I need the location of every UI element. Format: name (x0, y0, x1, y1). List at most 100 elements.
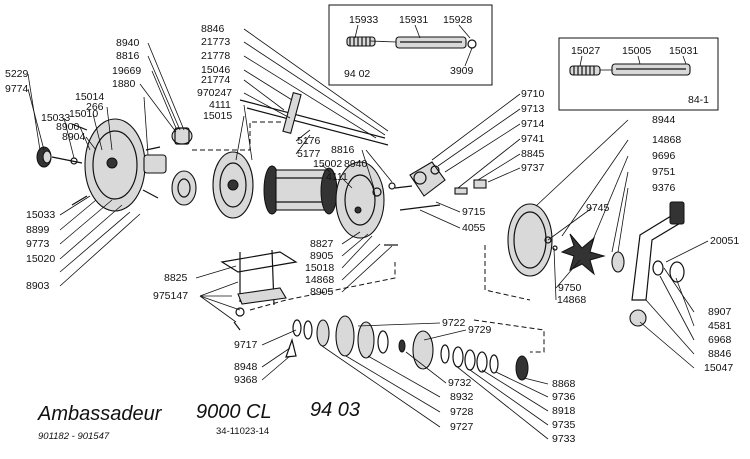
callout-9727: 9727 (450, 421, 474, 433)
title-block: Ambassadeur 9000 CL 94 03 901182 - 90154… (37, 399, 360, 442)
callout-9736: 9736 (552, 391, 576, 403)
handle-side-mechanism (394, 161, 487, 211)
callout-8816-left: 8816 (116, 50, 140, 62)
callout-9696: 9696 (652, 150, 676, 162)
callout-4055: 4055 (462, 222, 486, 234)
callout-9774: 9774 (5, 83, 29, 95)
callout-8900: 8900 (56, 121, 80, 133)
model-name: Ambassadeur (37, 403, 163, 425)
callout-8904: 8904 (62, 131, 86, 143)
callout-21778: 21778 (201, 50, 230, 62)
callout-21774: 21774 (201, 74, 230, 86)
catalog-number: 34-11023-14 (216, 426, 269, 437)
callout-8940-mid: 8940 (344, 158, 368, 170)
callout-9728: 9728 (450, 406, 474, 418)
label-94-02: 94 02 (344, 68, 370, 80)
callout-9751: 9751 (652, 166, 676, 178)
callout-9733: 9733 (552, 433, 576, 445)
callout-8846-right: 8846 (708, 348, 732, 360)
callout-19669: 19669 (112, 65, 141, 77)
callout-5176: 5176 (297, 135, 321, 147)
callout-4111-top: 4111 (209, 99, 231, 111)
callout-9717: 9717 (234, 339, 258, 351)
callout-14868-mid: 14868 (305, 274, 334, 286)
callout-9745: 9745 (586, 202, 610, 214)
callout-9737: 9737 (521, 162, 545, 174)
callout-1880: 1880 (112, 78, 136, 90)
callout-15002: 15002 (313, 158, 342, 170)
callout-9732: 9732 (448, 377, 472, 389)
model-variant: 9000 CL (196, 401, 272, 423)
callout-9735: 9735 (552, 419, 576, 431)
label-15027: 15027 (571, 45, 600, 57)
callout-15047: 15047 (704, 362, 733, 374)
callout-8825: 8825 (164, 272, 188, 284)
right-sideplate-handle (507, 201, 685, 327)
callout-9713: 9713 (521, 103, 545, 115)
callout-8905-b: 8905 (310, 286, 334, 298)
callout-4111-mid: 4111 (326, 171, 348, 183)
callout-266: 266 (86, 101, 104, 113)
callout-8903: 8903 (26, 280, 50, 292)
serial-range: 901182 - 901547 (38, 431, 110, 442)
callout-5177: 5177 (297, 148, 321, 160)
callout-14868-right: 14868 (652, 134, 681, 146)
callout-9714: 9714 (521, 118, 545, 130)
callout-9773: 9773 (26, 238, 50, 250)
callout-15046: 15046 (201, 64, 230, 76)
callout-15033-bottom: 15033 (26, 209, 55, 221)
callout-8907: 8907 (708, 306, 732, 318)
assembly-dashed-lines (192, 121, 545, 353)
callout-21773: 21773 (201, 36, 230, 48)
callout-8932: 8932 (450, 391, 474, 403)
label-15005: 15005 (622, 45, 651, 57)
callout-8948: 8948 (234, 361, 258, 373)
label-84-1: 84-1 (688, 94, 709, 106)
callout-labels: 5229 9774 15033 8900 8904 15010 266 1501… (5, 23, 739, 445)
callout-8846-top: 8846 (201, 23, 225, 35)
leader-lines (27, 28, 709, 440)
inset-box-right: 15027 15005 15031 84-1 (558, 37, 719, 111)
callout-8918: 8918 (552, 405, 576, 417)
callout-8827: 8827 (310, 238, 334, 250)
callout-15014: 15014 (75, 91, 104, 103)
callout-4581: 4581 (708, 320, 732, 332)
callout-9750: 9750 (558, 282, 582, 294)
inset-box-left: 15933 15931 15928 94 02 3909 (328, 4, 493, 86)
label-15931: 15931 (399, 14, 428, 26)
callout-15015: 15015 (203, 110, 232, 122)
callout-8868: 8868 (552, 378, 576, 390)
callout-5229: 5229 (5, 68, 29, 80)
callout-15018: 15018 (305, 262, 334, 274)
label-15928: 15928 (443, 14, 472, 26)
callout-20051: 20051 (710, 235, 739, 247)
callout-15033-top: 15033 (41, 112, 70, 124)
callout-15010-left: 15010 (69, 108, 98, 120)
callout-8944: 8944 (652, 114, 676, 126)
label-15031: 15031 (669, 45, 698, 57)
callout-9722: 9722 (442, 317, 466, 329)
callout-9715: 9715 (462, 206, 486, 218)
callout-8905-a: 8905 (310, 250, 334, 262)
callout-15020: 15020 (26, 253, 55, 265)
callout-9368: 9368 (234, 374, 258, 386)
year-code: 94 03 (310, 399, 360, 421)
callout-970247: 970247 (197, 87, 232, 99)
callout-14868-low: 14868 (557, 294, 586, 306)
callout-8899: 8899 (26, 224, 50, 236)
spool-frame-assembly (212, 91, 398, 246)
levelwind-assembly (220, 249, 298, 331)
callout-9710: 9710 (521, 88, 545, 100)
callout-8845: 8845 (521, 148, 545, 160)
label-15933: 15933 (349, 14, 378, 26)
callout-9729: 9729 (468, 324, 492, 336)
label-3909: 3909 (450, 65, 474, 77)
callout-8816-mid: 8816 (331, 144, 355, 156)
worm-shaft-part-2 (569, 63, 691, 76)
gear-train-assembly (285, 315, 529, 381)
callout-8940-left: 8940 (116, 37, 140, 49)
callout-9741: 9741 (521, 133, 545, 145)
callout-975147: 975147 (153, 290, 188, 302)
worm-shaft-part (346, 36, 477, 49)
